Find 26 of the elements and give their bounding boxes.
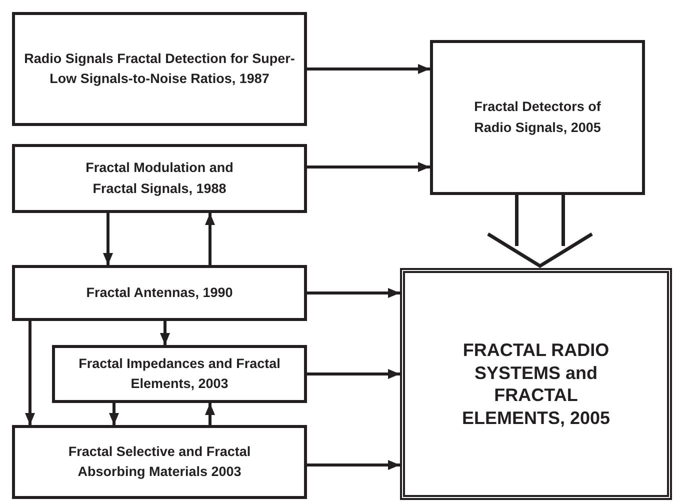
node-label: FRACTAL RADIO SYSTEMS and FRACTAL ELEMENTS, 2005 [460,339,612,429]
topic-box [12,12,307,126]
arrow [307,64,430,74]
topic-box [12,265,307,321]
node-label: Fractal Impedances and Fractal Elements, 2003 [78,354,282,393]
arrow [307,162,430,172]
node-label: Fractal Selective and Fractal Absorbing Materials 2003 [67,442,252,481]
topic-box [52,345,307,403]
node-label: Radio Signals Fractal Detection for Super-Low Signals-to-Noise Ratios, 1987 [23,50,296,88]
node-label: Fractal Detectors of Radio Signals, 2005 [473,98,602,137]
arrow [103,213,113,265]
topic-box [12,425,307,499]
arrow [109,403,119,425]
arrow [307,369,400,379]
arrow [307,288,400,298]
topic-box [12,144,307,213]
topic-box [430,40,645,195]
node-label: Fractal Modulation and Fractal Signals, 1988 [84,159,234,198]
arrow [25,321,35,425]
node-label: Fractal Antennas, 1990 [86,284,233,302]
arrow [160,321,170,345]
arrow [205,403,215,425]
hollow-arrow [486,195,594,271]
arrow [205,213,215,265]
arrow [307,460,400,470]
target-box [400,268,672,500]
